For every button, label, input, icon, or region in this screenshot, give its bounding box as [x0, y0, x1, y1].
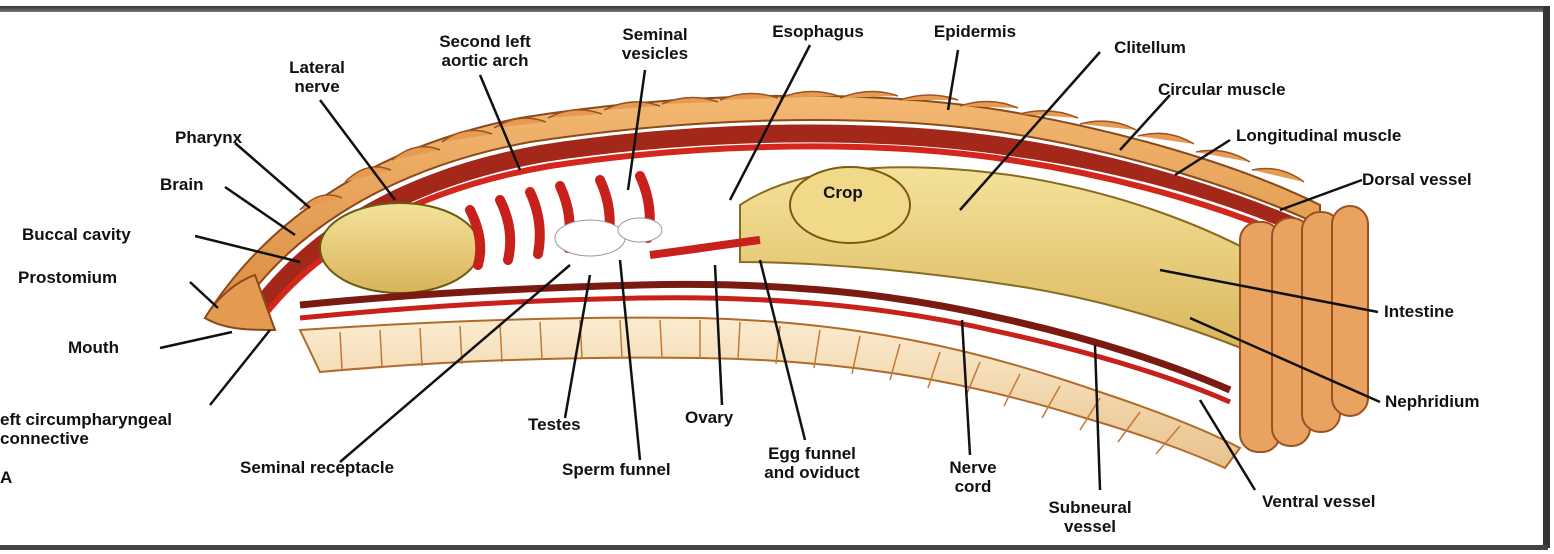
label-intestine: Intestine — [1384, 302, 1454, 321]
seminal-vesicle-blobs — [555, 218, 662, 256]
pharynx-shape — [320, 203, 480, 293]
label-buccal-cavity: Buccal cavity — [22, 225, 131, 244]
crop-shape — [790, 167, 910, 243]
label-nerve-cord: Nerve cord — [938, 458, 1008, 496]
label-dorsal-vessel: Dorsal vessel — [1362, 170, 1472, 189]
label-lateral-nerve: Lateral nerve — [262, 58, 372, 96]
label-testes: Testes — [528, 415, 581, 434]
aortic-arches — [470, 176, 650, 265]
label-esophagus: Esophagus — [748, 22, 888, 41]
label-sperm-funnel: Sperm funnel — [562, 460, 671, 479]
label-nephridium: Nephridium — [1385, 392, 1479, 411]
cut-end-segments — [1240, 206, 1368, 452]
label-seminal-vesicles: Seminal vesicles — [600, 25, 710, 63]
label-clitellum: Clitellum — [1090, 38, 1210, 57]
label-second-left-aortic-arch: Second left aortic arch — [400, 32, 570, 70]
label-ventral-vessel: Ventral vessel — [1262, 492, 1375, 511]
label-ovary: Ovary — [685, 408, 733, 427]
label-pharynx: Pharynx — [175, 128, 242, 147]
prostomium-shape — [205, 275, 275, 330]
label-circumpharyngeal-connective: eft circumpharyngeal connective — [0, 410, 172, 448]
label-epidermis: Epidermis — [905, 22, 1045, 41]
label-circular-muscle: Circular muscle — [1158, 80, 1286, 99]
label-egg-funnel-and-oviduct: Egg funnel and oviduct — [752, 444, 872, 482]
label-seminal-receptacle: Seminal receptacle — [240, 458, 394, 477]
label-subneural-vessel: Subneural vessel — [1035, 498, 1145, 536]
label-crop: Crop — [808, 183, 878, 202]
label-brain: Brain — [160, 175, 203, 194]
label-panel-letter: A — [0, 468, 12, 487]
label-longitudinal-muscle: Longitudinal muscle — [1236, 126, 1401, 145]
label-mouth: Mouth — [68, 338, 119, 357]
label-prostomium: Prostomium — [18, 268, 117, 287]
